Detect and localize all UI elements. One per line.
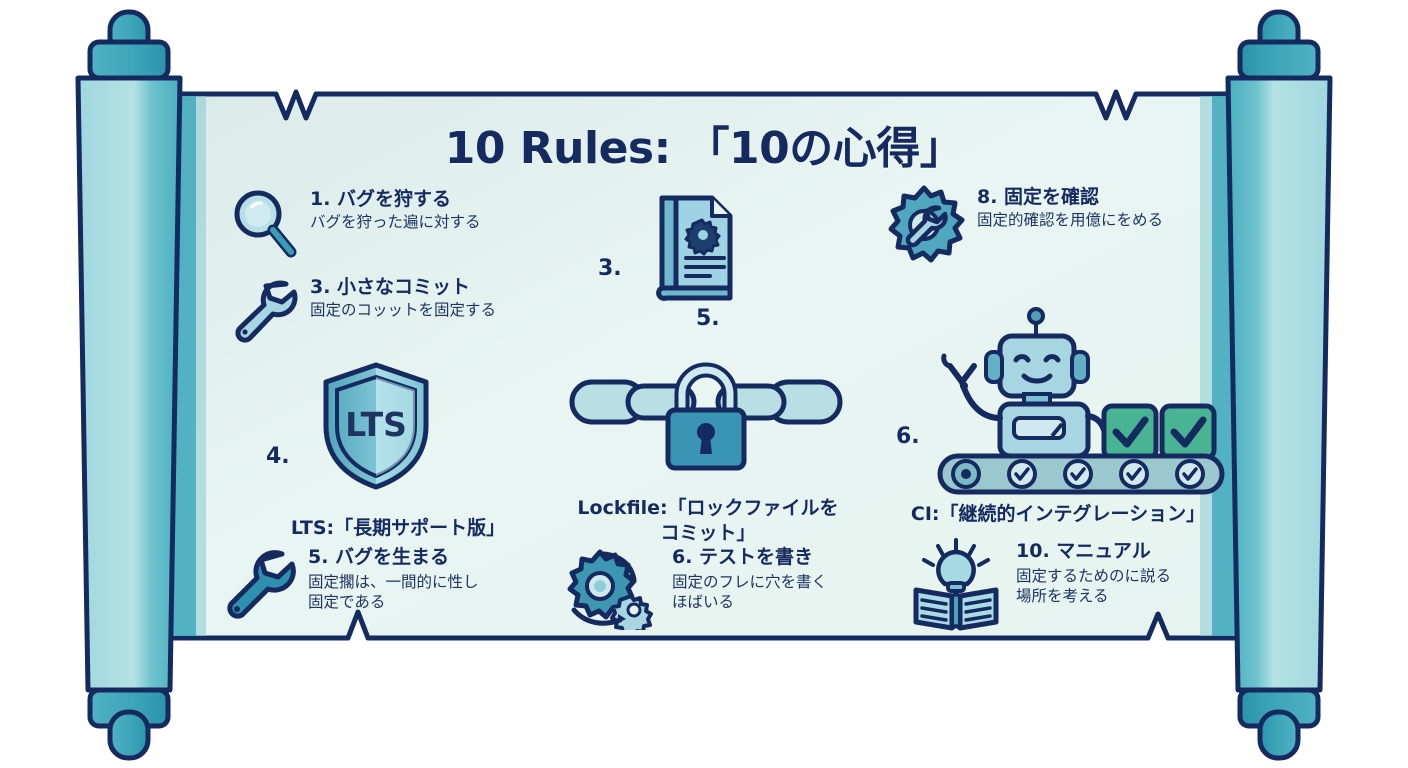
page-title: 10 Rules: 「10の心得」 [444, 123, 964, 174]
rule-item-5-sub: 固定擱は、一間的に性し 固定である [308, 572, 479, 612]
scroll-content: 10 Rules: 「10の心得」 1. バグを狩する バグを狩った遍に対する [168, 56, 1240, 676]
rule-item-6-heading: 6. テストを書き [672, 546, 814, 568]
lock-chain-icon [566, 344, 846, 478]
figure-4-caption: LTS:「長期サポート版」 [290, 517, 506, 539]
figure-3-number: 3. [598, 256, 622, 281]
svg-text:LTS: LTS [345, 405, 407, 444]
figure-5-caption-line2: コミット」 [660, 521, 756, 544]
wrench-teal-icon [216, 544, 296, 630]
rule-item-8: 8. 固定を確認 固定的確認を用億にをめる [883, 184, 1163, 270]
rule-item-5-text: 5. バグを生まる 固定擱は、一間的に性し 固定である [308, 544, 479, 612]
rule-item-10-sub: 固定するためのに説る 場所を考える [1016, 566, 1171, 606]
scroll-rod-left [38, 0, 218, 768]
rule-item-10-sub-line2: 場所を考える [1016, 586, 1109, 605]
rule-item-6-sub-line2: ほばいる [672, 592, 735, 611]
document-gear-icon [650, 192, 740, 308]
rule-item-5-heading: 5. バグを生まる [308, 546, 450, 568]
figure-5-caption-line1: Lockfile:「ロックファイルを [577, 497, 839, 519]
rule-item-5-sub-line1: 固定擱は、一間的に性し [308, 572, 479, 591]
figure-6-caption: CI:「継続的インテグレーション」 [910, 503, 1206, 525]
rule-item-1-sub: バグを狩った遍に対する [310, 212, 481, 231]
figure-5-lockfile: 5. Lockfil [538, 306, 878, 544]
scroll-rod-right [1190, 0, 1370, 768]
figure-6-ci: 6. [888, 306, 1238, 526]
rule-item-10-sub-line1: 固定するためのに説る [1016, 566, 1172, 585]
wrench-light-icon [226, 274, 298, 348]
rule-item-6-text: 6. テストを書き 固定のフレに穴を書く ほばいる [672, 544, 827, 612]
robot-conveyor-icon [928, 306, 1228, 500]
rule-item-6-sub: 固定のフレに穴を書く ほばいる [672, 572, 827, 612]
rule-item-10-text: 10. マニュアル 固定するためのに説る 場所を考える [1016, 538, 1171, 606]
figure-4-lts: 4. LTS LTS: [248, 356, 548, 556]
rule-item-10: 10. マニュアル 固定するためのに説る 場所を考える [908, 538, 1171, 636]
rule-item-6-sub-line1: 固定のフレに穴を書く [672, 572, 828, 591]
rule-item-6: 6. テストを書き 固定のフレに穴を書く ほばいる [564, 544, 827, 638]
figure-3-doc: 3. [598, 186, 798, 316]
rule-item-1-heading: 1. バグを狩する [310, 188, 452, 210]
rule-item-3-sub: 固定のコッットを固定する [310, 300, 497, 319]
rule-item-1-text: 1. バグを狩する バグを狩った遍に対する [310, 186, 481, 232]
rule-item-3: 3. 小さなコミット 固定のコッットを固定する [226, 274, 496, 348]
rule-item-3-heading: 3. 小さなコミット [310, 276, 471, 298]
rule-item-8-heading: 8. 固定を確認 [977, 186, 1100, 208]
rule-item-8-sub: 固定的確認を用億にをめる [977, 210, 1164, 229]
figure-5-number: 5. [696, 306, 720, 331]
figure-6-number: 6. [896, 424, 920, 449]
rule-item-1: 1. バグを狩する バグを狩った遍に対する [228, 186, 481, 264]
gear-wrench-icon [883, 184, 965, 270]
gears-cycle-icon [564, 544, 660, 638]
rule-item-10-heading: 10. マニュアル [1016, 540, 1151, 562]
magnifier-icon [228, 186, 298, 264]
rule-item-5-sub-line2: 固定である [308, 592, 386, 611]
rule-item-8-text: 8. 固定を確認 固定的確認を用億にをめる [977, 184, 1163, 230]
book-lightbulb-icon [908, 538, 1004, 636]
rule-item-5: 5. バグを生まる 固定擱は、一間的に性し 固定である [216, 544, 479, 630]
shield-lts-icon: LTS [316, 360, 436, 496]
figure-4-number: 4. [266, 444, 290, 469]
figure-5-caption: Lockfile:「ロックファイルを コミット」 [538, 496, 878, 545]
rule-item-3-text: 3. 小さなコミット 固定のコッットを固定する [310, 274, 496, 320]
